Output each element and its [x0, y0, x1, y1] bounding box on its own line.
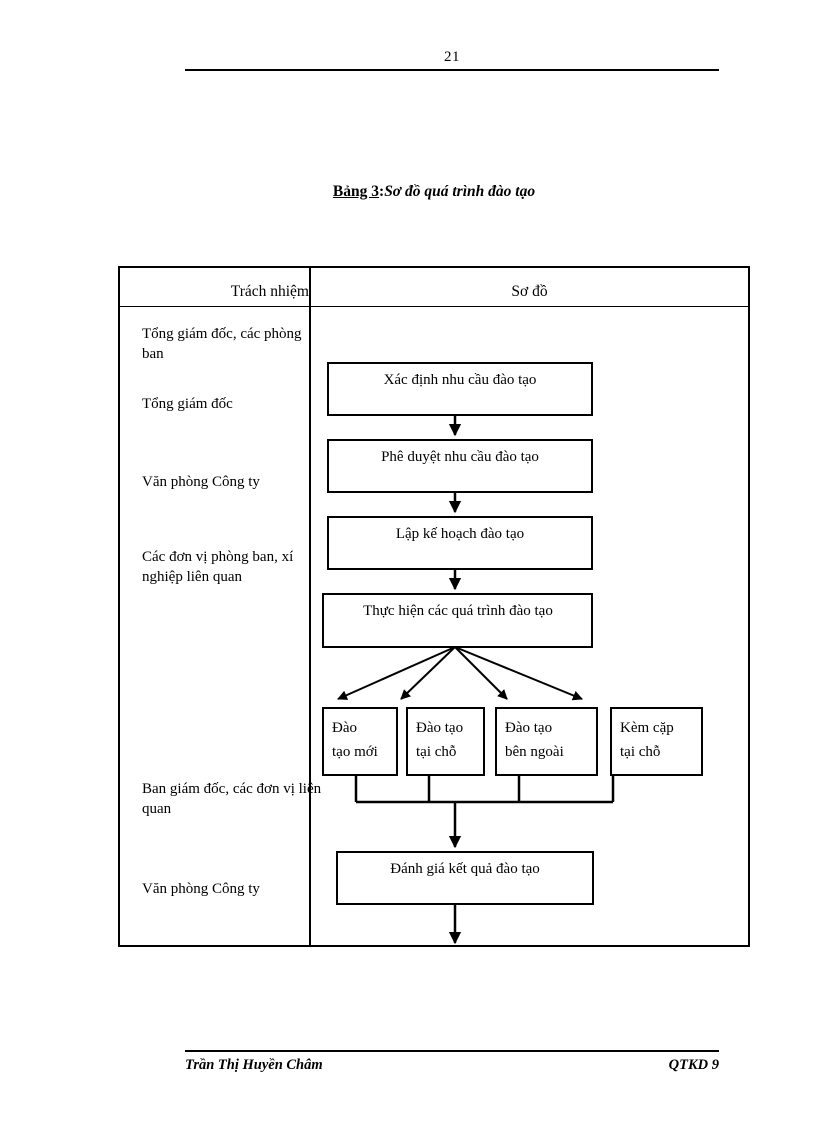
connector-split-branch-4	[454, 646, 583, 701]
process-box-4	[322, 593, 593, 648]
column-divider	[309, 268, 311, 945]
branch-box-1	[322, 707, 398, 776]
header-divider	[185, 69, 719, 71]
responsibility-label-3: Văn phòng Công ty	[142, 474, 260, 490]
table-caption: Bảng 3:Sơ đồ quá trình đào tạo	[118, 183, 750, 201]
branch-box-3-line1: Đào tạo	[505, 720, 552, 736]
process-box-3	[327, 516, 593, 570]
branch-box-4-line2: tại chỗ	[620, 744, 660, 760]
branch-box-2-line2: tại chỗ	[416, 744, 456, 760]
responsibility-label-2: Tổng giám đốc	[142, 396, 233, 412]
header-diagram: Sơ đồ	[511, 283, 548, 300]
branch-box-3	[495, 707, 598, 776]
process-box-3-label: Lập kế hoạch đào tạo	[396, 526, 524, 542]
page-number: 21	[444, 49, 460, 65]
process-box-1	[327, 362, 593, 416]
caption-title: Sơ đồ quá trình đào tạo	[384, 183, 536, 200]
process-box-4-label: Thực hiện các quá trình đào tạo	[363, 603, 553, 619]
responsibility-label-4: Các đơn vị phòng ban, xí nghiệp liên qua…	[142, 549, 294, 585]
process-box-2-label: Phê duyệt nhu cầu đào tạo	[381, 449, 539, 465]
header-responsibility: Trách nhiệm	[230, 283, 309, 300]
branch-box-3-line2: bên ngoài	[505, 744, 564, 760]
connector-split-branch-2	[400, 646, 456, 700]
branch-box-4	[610, 707, 703, 776]
process-box-2	[327, 439, 593, 493]
page-header: 21	[185, 48, 719, 71]
process-box-5	[336, 851, 594, 905]
process-table: Trách nhiệm Sơ đồ Tổng giám đốc, các phò…	[118, 266, 750, 947]
responsibility-label-1: Tổng giám đốc, các phòng ban	[142, 326, 302, 362]
branch-box-4-line1: Kèm cặp	[620, 720, 674, 736]
footer-divider	[185, 1050, 719, 1052]
footer-course: QTKD 9	[668, 1057, 719, 1073]
process-box-1-label: Xác định nhu cầu đào tạo	[384, 372, 537, 388]
table-header-row	[120, 268, 748, 307]
branch-box-1-line1: Đào	[332, 720, 357, 736]
process-box-5-label: Đánh giá kết quả đào tạo	[390, 861, 540, 877]
caption-colon: :	[379, 183, 385, 200]
branch-box-2	[406, 707, 485, 776]
connector-split-branch-1	[337, 646, 456, 700]
footer-author: Trần Thị Huyền Châm	[185, 1057, 323, 1073]
connector-split-branch-3	[454, 646, 508, 700]
caption-label: Bảng 3	[332, 183, 380, 200]
branch-box-1-line2: tạo mới	[332, 744, 378, 760]
training-process-flowchart: Xác định nhu cầu đào tạo Phê duyệt nhu c…	[322, 362, 703, 945]
branch-box-2-line1: Đào tạo	[416, 720, 463, 736]
page-footer: Trần Thị Huyền Châm QTKD 9	[185, 1050, 719, 1074]
responsibility-label-5: Ban giám đốc, các đơn vị liên quan	[142, 781, 322, 817]
responsibility-label-6: Văn phòng Công ty	[142, 881, 260, 897]
